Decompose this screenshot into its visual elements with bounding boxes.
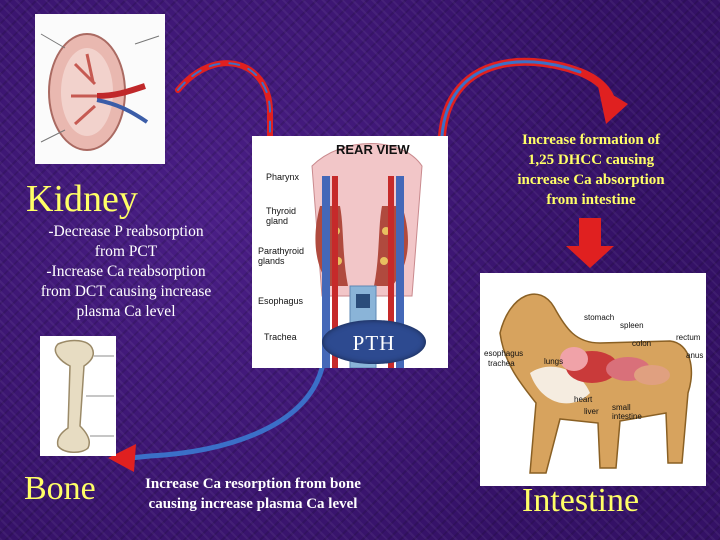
kidney-desc-line-3: -Increase Ca reabsorption bbox=[46, 263, 206, 280]
intestine-title: Intestine bbox=[522, 482, 640, 519]
bone-title: Bone bbox=[24, 470, 96, 507]
bone-desc-line-2: causing increase plasma Ca level bbox=[148, 496, 358, 512]
dog-label-anus: anus bbox=[686, 351, 704, 360]
kidney-desc-line-5: plasma Ca level bbox=[76, 303, 176, 320]
arrowhead-right-top bbox=[598, 86, 628, 124]
arrow-thyroid-to-intestine bbox=[438, 57, 618, 140]
kidney-title: Kidney bbox=[26, 178, 138, 220]
dog-label-spleen: spleen bbox=[620, 321, 644, 330]
dog-label-colon: colon bbox=[632, 339, 652, 348]
label-parathyroid: Parathyroid glands bbox=[258, 246, 305, 266]
arrow-pth-to-bone bbox=[127, 365, 325, 461]
arrow-kidney-to-thyroid bbox=[175, 60, 273, 141]
label-esophagus: Esophagus bbox=[258, 296, 304, 306]
rear-view-heading: REAR VIEW bbox=[336, 142, 410, 157]
down-arrow-intestine bbox=[566, 218, 614, 268]
pth-label: PTH bbox=[352, 331, 396, 355]
bone-desc-line-1: Increase Ca resorption from bone bbox=[145, 476, 361, 492]
kidney-desc-line-1: -Decrease P reabsorption bbox=[48, 223, 204, 240]
dog-label-heart: heart bbox=[574, 395, 593, 404]
dog-label-small-intestine: small intestine bbox=[612, 403, 642, 421]
dog-label-trachea: trachea bbox=[488, 359, 515, 368]
label-pharynx: Pharynx bbox=[266, 172, 300, 182]
intestine-desc-line-1: Increase formation of bbox=[521, 132, 661, 148]
dog-label-liver: liver bbox=[584, 407, 599, 416]
dog-label-rectum: rectum bbox=[676, 333, 701, 342]
pth-oval bbox=[322, 320, 426, 364]
bone-illustration bbox=[40, 336, 116, 456]
intestine-description: Increase formation of 1,25 DHCC causing … bbox=[496, 130, 686, 210]
dog-label-esophagus: esophagus bbox=[484, 349, 524, 358]
intestine-desc-line-4: from intestine bbox=[546, 192, 636, 208]
bone-description: Increase Ca resorption from bone causing… bbox=[112, 474, 394, 514]
dog-label-stomach: stomach bbox=[584, 313, 615, 322]
label-trachea: Trachea bbox=[264, 332, 297, 342]
dog-anatomy-illustration: stomach spleen colon rectum anus esophag… bbox=[480, 273, 706, 486]
intestine-desc-line-2: 1,25 DHCC causing bbox=[527, 152, 655, 168]
dog-label-lungs: lungs bbox=[544, 357, 564, 366]
kidney-illustration bbox=[35, 14, 165, 164]
kidney-desc-line-2: from PCT bbox=[94, 243, 158, 260]
kidney-description: -Decrease P reabsorption from PCT -Incre… bbox=[12, 222, 240, 322]
label-thyroid: Thyroid gland bbox=[266, 206, 297, 226]
intestine-desc-line-3: increase Ca absorption bbox=[517, 172, 665, 188]
kidney-desc-line-4: from DCT causing increase bbox=[40, 283, 212, 300]
